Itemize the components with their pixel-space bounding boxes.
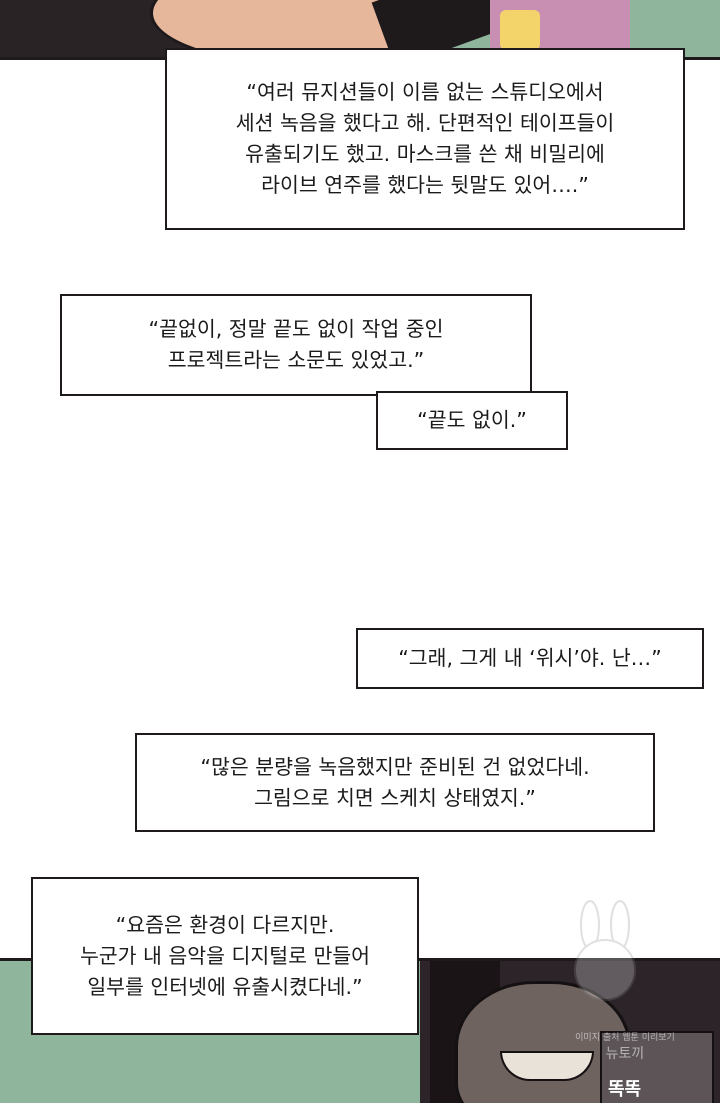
caption-line: 프로젝트라는 소문도 있었고.” bbox=[167, 348, 425, 372]
sound-effect-panel: 똑똑 bbox=[600, 1031, 714, 1103]
caption-line: “여러 뮤지션들이 이름 없는 스튜디오에서 bbox=[246, 80, 604, 104]
caption-line: 일부를 인터넷에 유출시켰다네.” bbox=[87, 974, 363, 999]
bunny-watermark-icon bbox=[574, 900, 636, 1001]
caption-box-5: “많은 분량을 녹음했지만 준비된 건 없었다네. 그림으로 치면 스케치 상태… bbox=[135, 733, 655, 832]
sound-effect-text: 똑똑 bbox=[608, 1079, 642, 1100]
caption-box-4: “그래, 그게 내 ‘위시’야. 난…” bbox=[356, 628, 704, 689]
caption-box-1: “여러 뮤지션들이 이름 없는 스튜디오에서 세션 녹음을 했다고 해. 단편적… bbox=[165, 48, 685, 230]
caption-line: “그래, 그게 내 ‘위시’야. 난…” bbox=[398, 646, 662, 670]
top-comic-panel bbox=[0, 0, 720, 60]
caption-line: “끝없이, 정말 끝도 없이 작업 중인 bbox=[148, 317, 444, 341]
caption-line: 라이브 연주를 했다는 뒷말도 있어….” bbox=[261, 173, 589, 197]
caption-line: 세션 녹음을 했다고 해. 단편적인 테이프들이 bbox=[235, 111, 615, 135]
caption-line: “요즘은 환경이 다르지만. bbox=[115, 912, 335, 937]
caption-line: “많은 분량을 녹음했지만 준비된 건 없었다네. bbox=[200, 754, 590, 779]
caption-box-6: “요즘은 환경이 다르지만. 누군가 내 음악을 디지털로 만들어 일부를 인터… bbox=[31, 877, 419, 1035]
watermark-small-text: 이미지 출처 웹툰 미리보기 bbox=[575, 1033, 675, 1043]
caption-line: “끝도 없이.” bbox=[417, 408, 527, 432]
caption-line: 그림으로 치면 스케치 상태였지.” bbox=[254, 785, 536, 810]
background-figure-detail bbox=[500, 10, 540, 50]
caption-box-2: “끝없이, 정말 끝도 없이 작업 중인 프로젝트라는 소문도 있었고.” bbox=[60, 294, 532, 396]
caption-box-3: “끝도 없이.” bbox=[376, 391, 568, 450]
caption-line: 유출되기도 했고. 마스크를 쓴 채 비밀리에 bbox=[245, 142, 605, 166]
caption-line: 누군가 내 음악을 디지털로 만들어 bbox=[79, 943, 371, 968]
site-watermark: 이미지 출처 웹툰 미리보기 뉴토끼 bbox=[540, 1030, 710, 1070]
watermark-main-text: 뉴토끼 bbox=[605, 1046, 645, 1062]
